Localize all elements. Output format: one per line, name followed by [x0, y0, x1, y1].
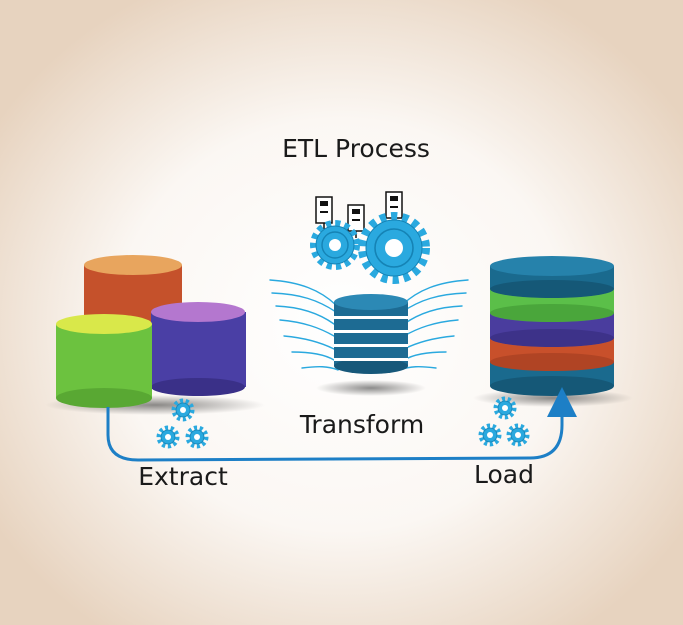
green-cylinder — [56, 314, 152, 408]
extract-databases — [45, 255, 265, 415]
load-label: Load — [474, 460, 534, 489]
purple-cylinder — [151, 302, 246, 396]
transform-label: Transform — [299, 410, 424, 439]
diagram-title: ETL Process — [282, 134, 430, 163]
extract-label: Extract — [138, 462, 228, 491]
flow-arrow — [106, 387, 577, 462]
document-flag-icon — [315, 191, 403, 238]
gear-icon — [310, 212, 430, 284]
load-database — [490, 256, 614, 396]
transform-database — [334, 294, 408, 374]
